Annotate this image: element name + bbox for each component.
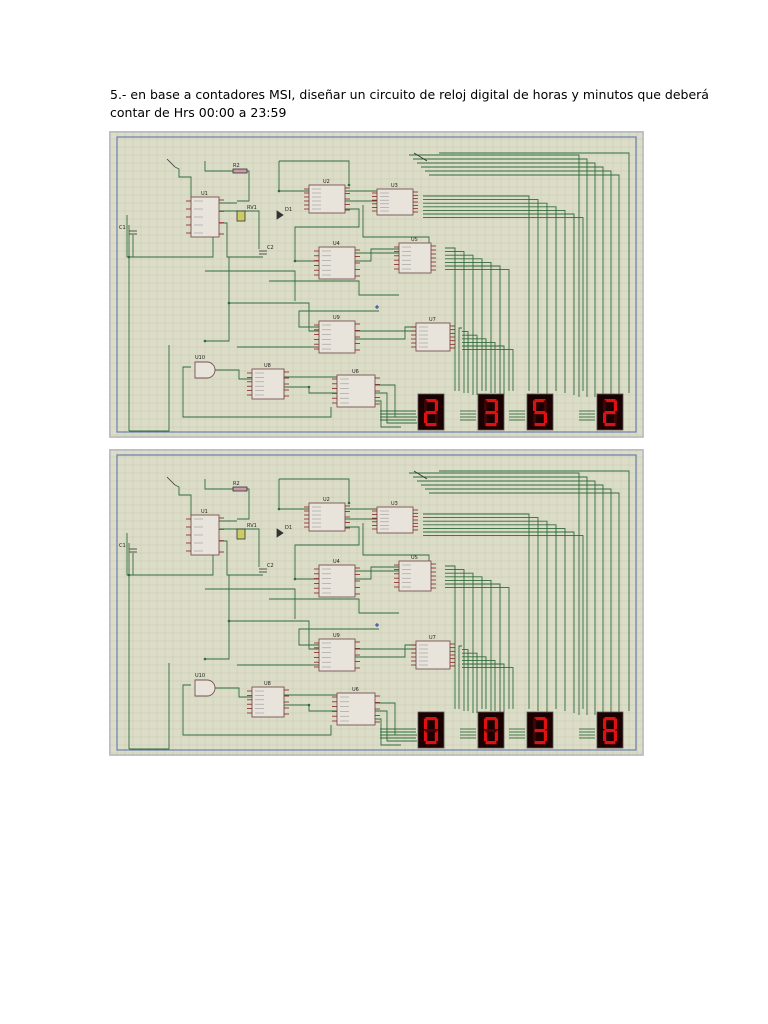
svg-text:U10: U10 [195,355,205,361]
ic-chip: U1 [186,509,224,556]
ic-chip: U7 [411,635,455,670]
svg-text:U7: U7 [429,635,436,641]
svg-text:U6: U6 [352,687,359,693]
svg-text:U3: U3 [391,183,398,189]
svg-text:U10: U10 [195,673,205,679]
svg-text:U8: U8 [264,681,271,687]
question-line-2: contar de Hrs 00:00 a 23:59 [110,105,287,120]
seven-segment-digit-4 [596,711,624,749]
svg-text:U9: U9 [333,633,340,639]
seven-segment-digit-4 [596,393,624,431]
svg-text:U5: U5 [411,237,418,243]
ic-chip: U6 [332,687,380,726]
and-gate: U10 [194,355,216,379]
svg-text:D1: D1 [285,525,292,531]
svg-text:U1: U1 [201,191,208,197]
ic-chip: U1 [186,191,224,238]
ic-chip: U7 [411,317,455,352]
ic-chip: U4 [314,241,360,280]
svg-text:U1: U1 [201,509,208,515]
svg-text:U8: U8 [264,363,271,369]
svg-text:RV1: RV1 [247,205,257,211]
svg-text:C1: C1 [119,225,126,231]
svg-text:U2: U2 [323,497,330,503]
svg-text:D1: D1 [285,207,292,213]
svg-text:U4: U4 [333,241,340,247]
svg-text:R2: R2 [233,163,240,169]
svg-text:U3: U3 [391,501,398,507]
ic-chip: U3 [372,183,418,216]
ic-chip: U3 [372,501,418,534]
svg-text:U6: U6 [352,369,359,375]
svg-text:U9: U9 [333,315,340,321]
ic-chip: U2 [304,179,350,214]
seven-segment-digit-2 [477,393,505,431]
svg-text:U2: U2 [323,179,330,185]
svg-text:C1: C1 [119,543,126,549]
seven-segment-digit-3 [526,711,554,749]
svg-text:U5: U5 [411,555,418,561]
question-line-1: 5.- en base a contadores MSI, diseñar un… [110,87,709,102]
svg-text:U4: U4 [333,559,340,565]
svg-text:R2: R2 [233,481,240,487]
ic-chip: U8 [247,363,289,400]
ic-chip: U9 [314,315,360,354]
seven-segment-digit-2 [477,711,505,749]
ic-chip: U8 [247,681,289,718]
seven-segment-digit-1 [417,393,445,431]
ic-chip: U5 [394,555,436,592]
ic-chip: U2 [304,497,350,532]
and-gate: U10 [194,673,216,697]
svg-text:C2: C2 [267,563,274,569]
svg-text:C2: C2 [267,245,274,251]
ic-chip: U6 [332,369,380,408]
seven-segment-digit-1 [417,711,445,749]
ic-chip: U9 [314,633,360,672]
svg-text:RV1: RV1 [247,523,257,529]
svg-text:U7: U7 [429,317,436,323]
ic-chip: U4 [314,559,360,598]
question-text: 5.- en base a contadores MSI, diseñar un… [110,86,709,122]
ic-chip: U5 [394,237,436,274]
seven-segment-digit-3 [526,393,554,431]
